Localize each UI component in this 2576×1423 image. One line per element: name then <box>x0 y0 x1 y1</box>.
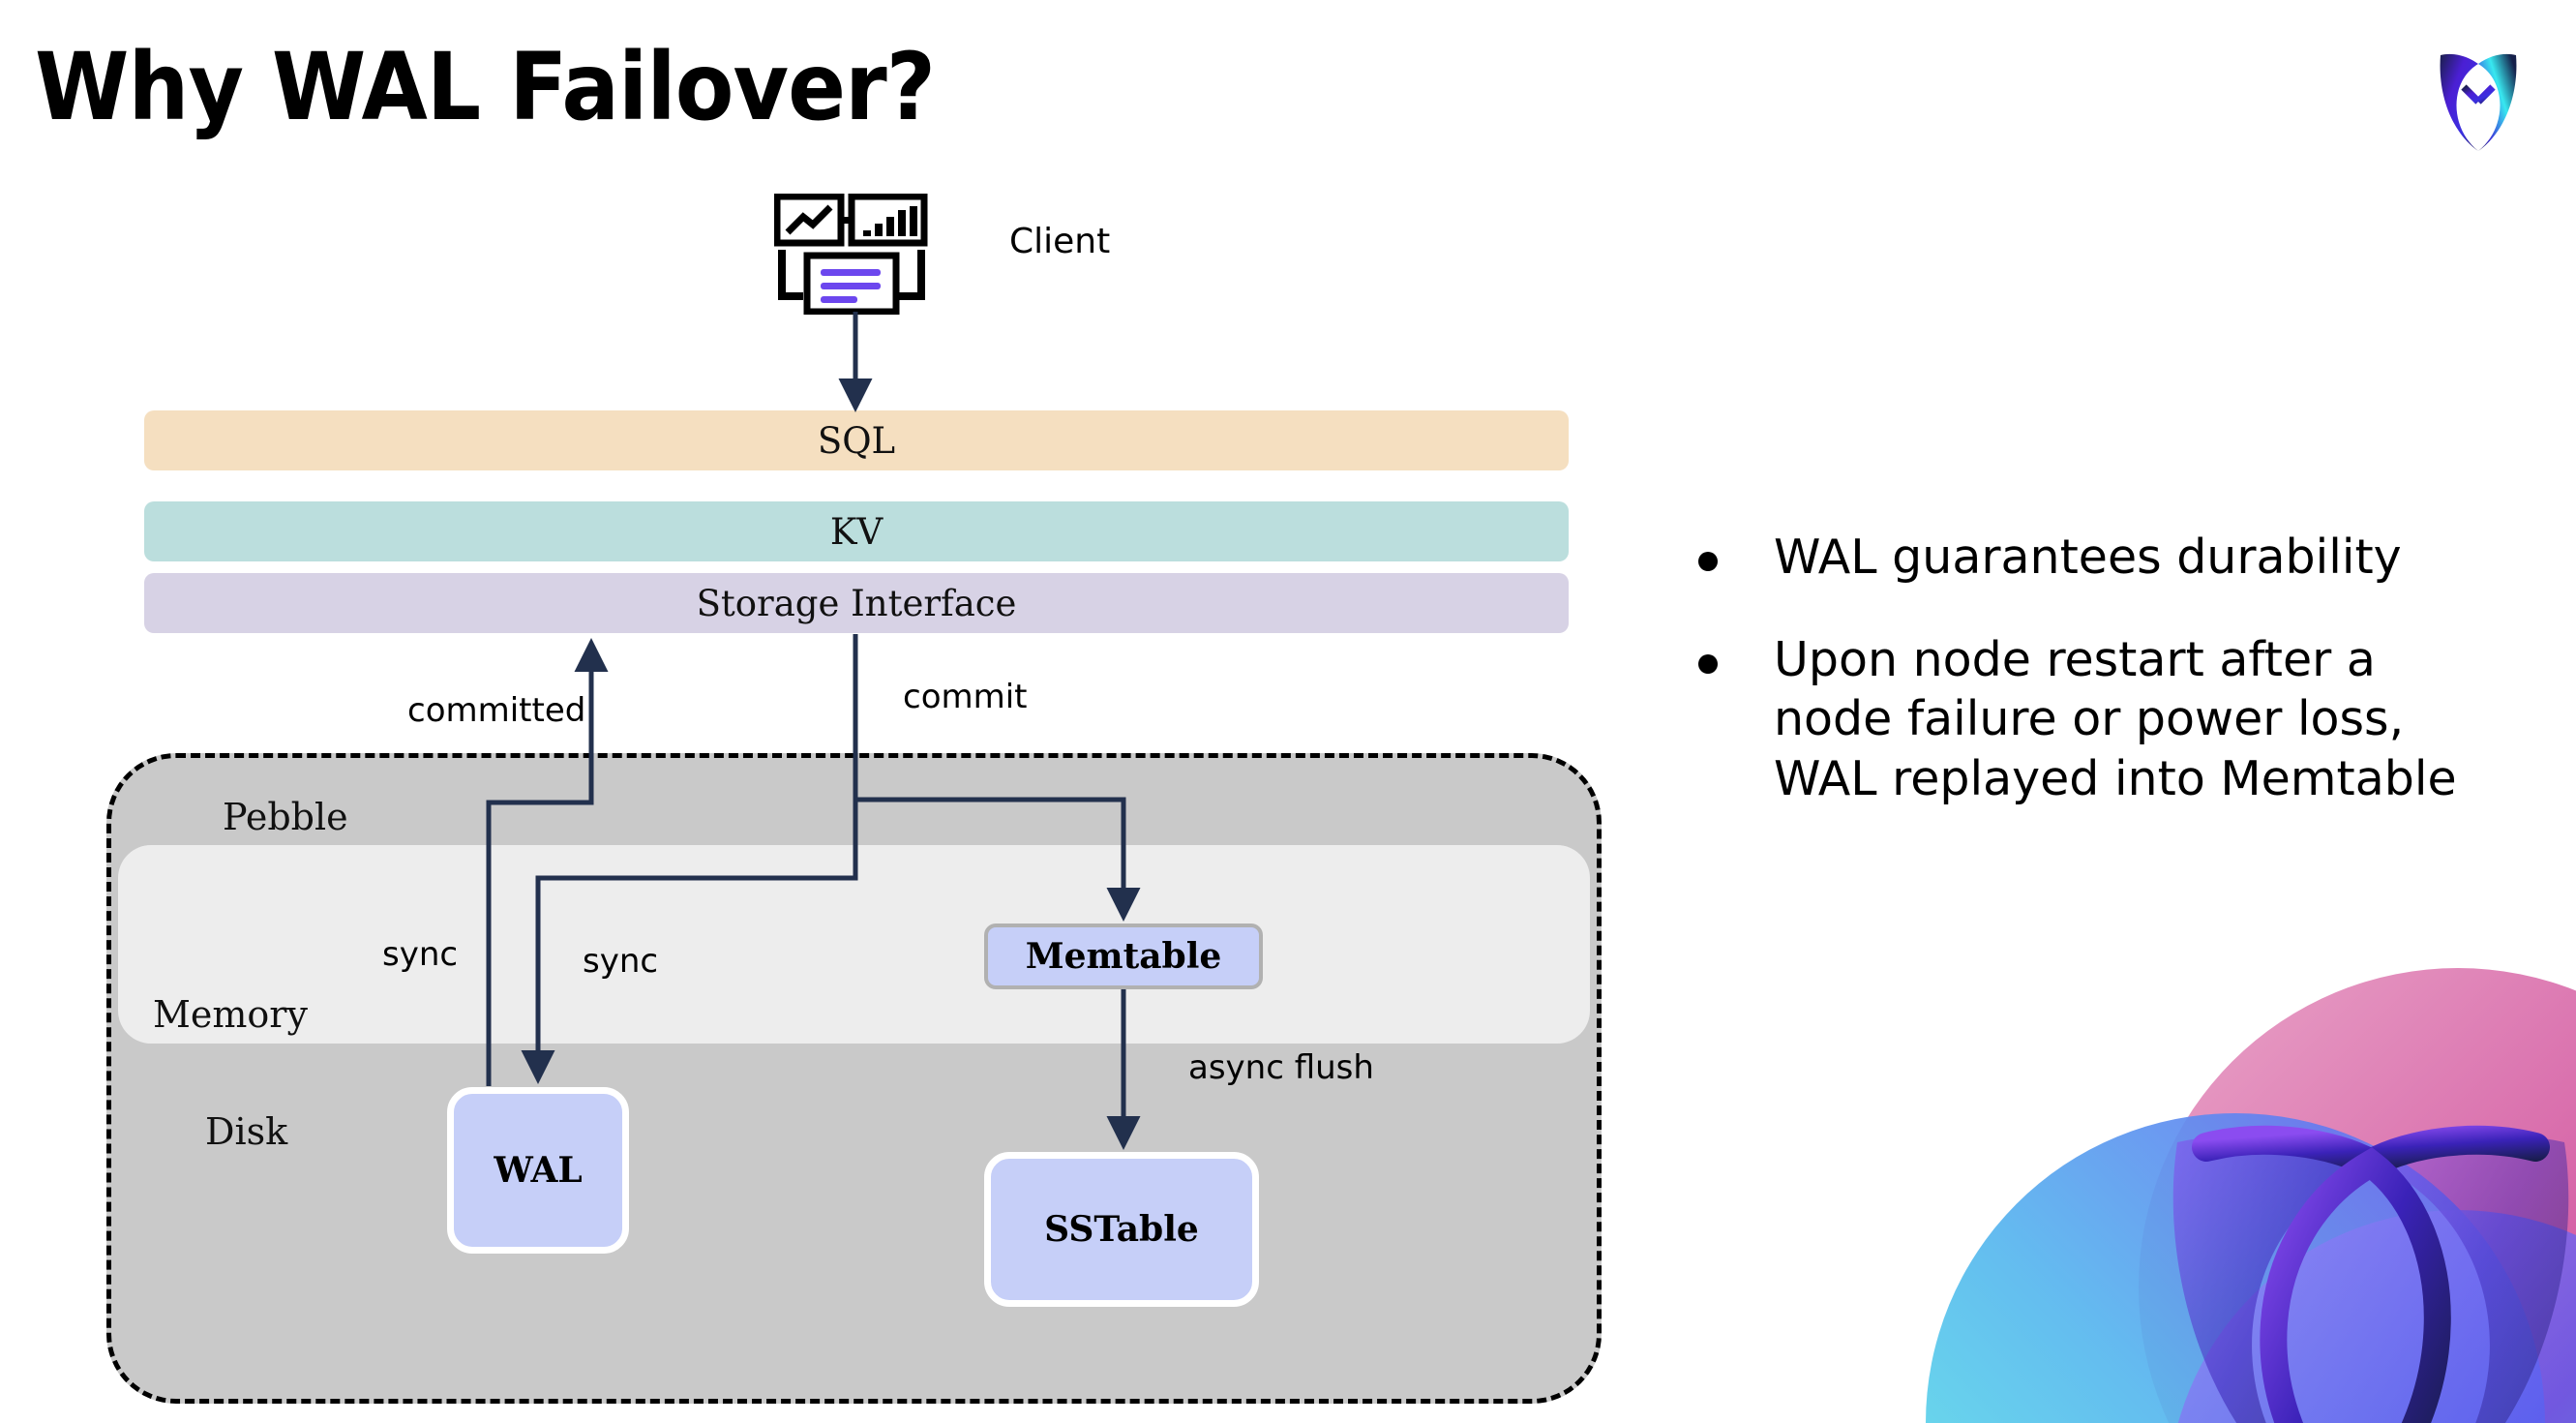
node-label-sstable: SSTable <box>1044 1209 1199 1250</box>
pebble-label: Pebble <box>223 796 348 838</box>
list-item: Upon node restart after a node failure o… <box>1698 630 2492 809</box>
client-label: Client <box>1009 222 1111 261</box>
layer-label-sql: SQL <box>817 419 896 462</box>
disk-label: Disk <box>205 1110 288 1153</box>
edge-label-commit: commit <box>903 678 1028 716</box>
edge-label-committed: committed <box>407 691 586 730</box>
bullet-dot-icon <box>1698 552 1718 571</box>
memory-band <box>118 845 1590 1044</box>
bullet-list: WAL guarantees durability Upon node rest… <box>1698 528 2492 852</box>
node-sstable: SSTable <box>984 1152 1259 1307</box>
node-label-memtable: Memtable <box>1025 936 1222 977</box>
client-dashboard-icon <box>773 193 929 316</box>
node-wal: WAL <box>447 1087 629 1254</box>
layer-bar-kv: KV <box>144 501 1569 561</box>
list-item: WAL guarantees durability <box>1698 528 2492 588</box>
page-title: Why WAL Failover? <box>35 33 936 141</box>
edge-label-sync-left: sync <box>382 935 459 974</box>
bullet-dot-icon <box>1698 653 1718 674</box>
bullet-text: Upon node restart after a node failure o… <box>1774 631 2457 807</box>
node-label-wal: WAL <box>494 1150 583 1191</box>
layer-bar-storage-interface: Storage Interface <box>144 573 1569 633</box>
layer-label-kv: KV <box>829 510 884 553</box>
bullet-text: WAL guarantees durability <box>1774 530 2402 585</box>
edge-label-sync-right: sync <box>583 942 659 981</box>
edge-label-async-flush: async flush <box>1188 1048 1374 1087</box>
layer-bar-sql: SQL <box>144 410 1569 470</box>
cockroachdb-logo-icon <box>2406 23 2551 168</box>
layer-label-storage-interface: Storage Interface <box>696 582 1017 624</box>
cockroachdb-decorative-circles-icon <box>1916 900 2576 1423</box>
memory-label: Memory <box>153 993 308 1036</box>
node-memtable: Memtable <box>984 923 1263 989</box>
